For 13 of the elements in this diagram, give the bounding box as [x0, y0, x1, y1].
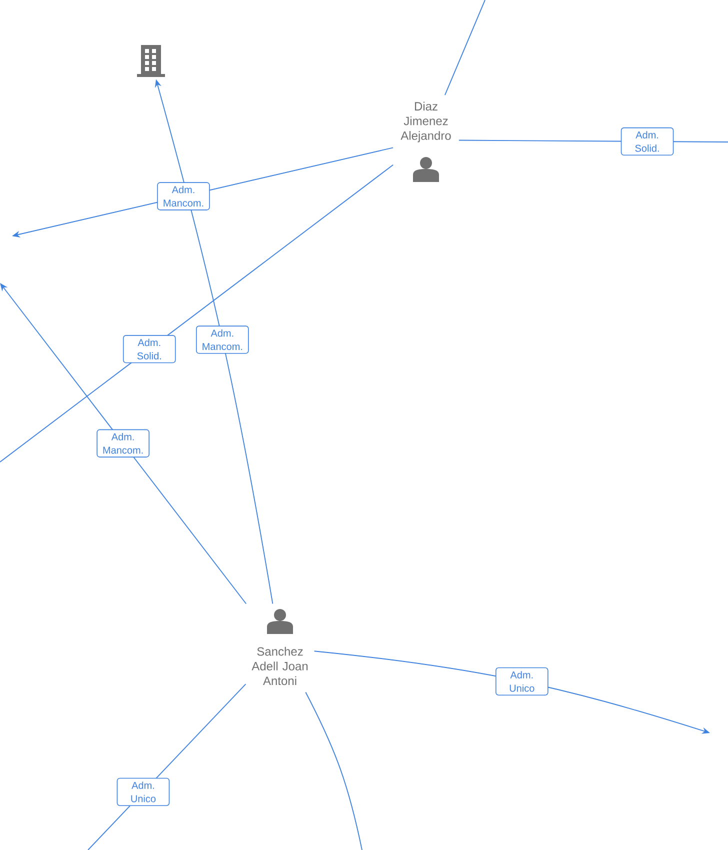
edge-label: Adm. Unico	[496, 667, 548, 696]
edge-label: Adm. Solid.	[620, 127, 674, 156]
building-icon	[137, 45, 165, 77]
connector-line	[305, 692, 362, 850]
connector-line	[444, 0, 486, 96]
person-name: Sanchez Adell Joan Antoni	[252, 646, 308, 686]
person-name: Diaz Jimenez Alejandro	[400, 102, 451, 142]
edge-label: Adm. Unico	[116, 778, 170, 806]
connector-line	[0, 164, 394, 462]
edge-label: Adm. Solid.	[122, 335, 176, 364]
edge-label: Adm. Mancom.	[96, 429, 150, 458]
edge-label: Adm. Mancom.	[196, 326, 249, 354]
edge-label: Adm. Mancom.	[157, 182, 210, 210]
